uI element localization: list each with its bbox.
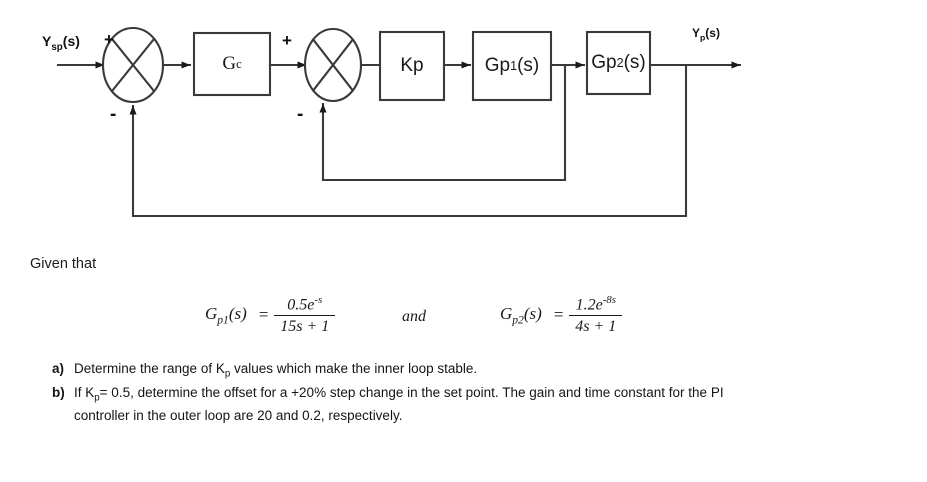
gc-block	[192, 31, 272, 97]
diagram-canvas	[56, 26, 742, 218]
gp1-denominator: 15s + 1	[274, 315, 336, 336]
kp-block	[378, 30, 446, 102]
question-b-text: If Kp= 0.5, determine the offset for a +…	[74, 385, 724, 424]
outer-sum-minus-sign: -	[110, 104, 117, 125]
gp2-block	[585, 30, 652, 96]
outer-sum-plus-sign: +	[104, 30, 114, 49]
setpoint-input-label: Ysp(s)	[42, 33, 80, 53]
gp1-fraction: 0.5e-s 15s + 1	[274, 294, 336, 336]
inner-sum-minus-sign: -	[297, 104, 304, 125]
gp2-denominator: 4s + 1	[569, 315, 623, 336]
gp2-equals-sign: =	[552, 305, 565, 325]
equation-conjunction: and	[402, 308, 426, 325]
gp1-numerator: 0.5e-s	[287, 294, 323, 314]
inner-sum-plus-sign: +	[282, 31, 292, 50]
outer-feedback-path	[129, 63, 688, 218]
question-b-marker: b)	[52, 385, 65, 401]
gp2-equation: Gp2(s) = 1.2e-8s 4s + 1	[500, 294, 623, 336]
question-item-a: a) Determine the range of Kp values whic…	[52, 360, 752, 383]
question-a-marker: a)	[52, 361, 65, 376]
gp1-equals-sign: =	[257, 305, 270, 325]
transfer-function-equations: Gp1(s) = 0.5e-s 15s + 1 and Gp2(s) = 1.2…	[0, 286, 927, 348]
gp1-block	[471, 30, 553, 102]
inner-feedback-path	[319, 63, 567, 182]
gp1-equation: Gp1(s) = 0.5e-s 15s + 1	[205, 294, 336, 336]
given-that-heading: Given that	[30, 256, 97, 272]
gp2-numerator: 1.2e-8s	[575, 294, 616, 314]
question-item-b: b) If Kp= 0.5, determine the offset for …	[52, 384, 752, 425]
question-a-text: Determine the range of Kp values which m…	[74, 361, 478, 380]
gp2-fraction: 1.2e-8s 4s + 1	[569, 294, 623, 336]
process-output-label: Yp(s)	[692, 26, 720, 43]
question-list: a) Determine the range of Kp values whic…	[52, 360, 752, 426]
